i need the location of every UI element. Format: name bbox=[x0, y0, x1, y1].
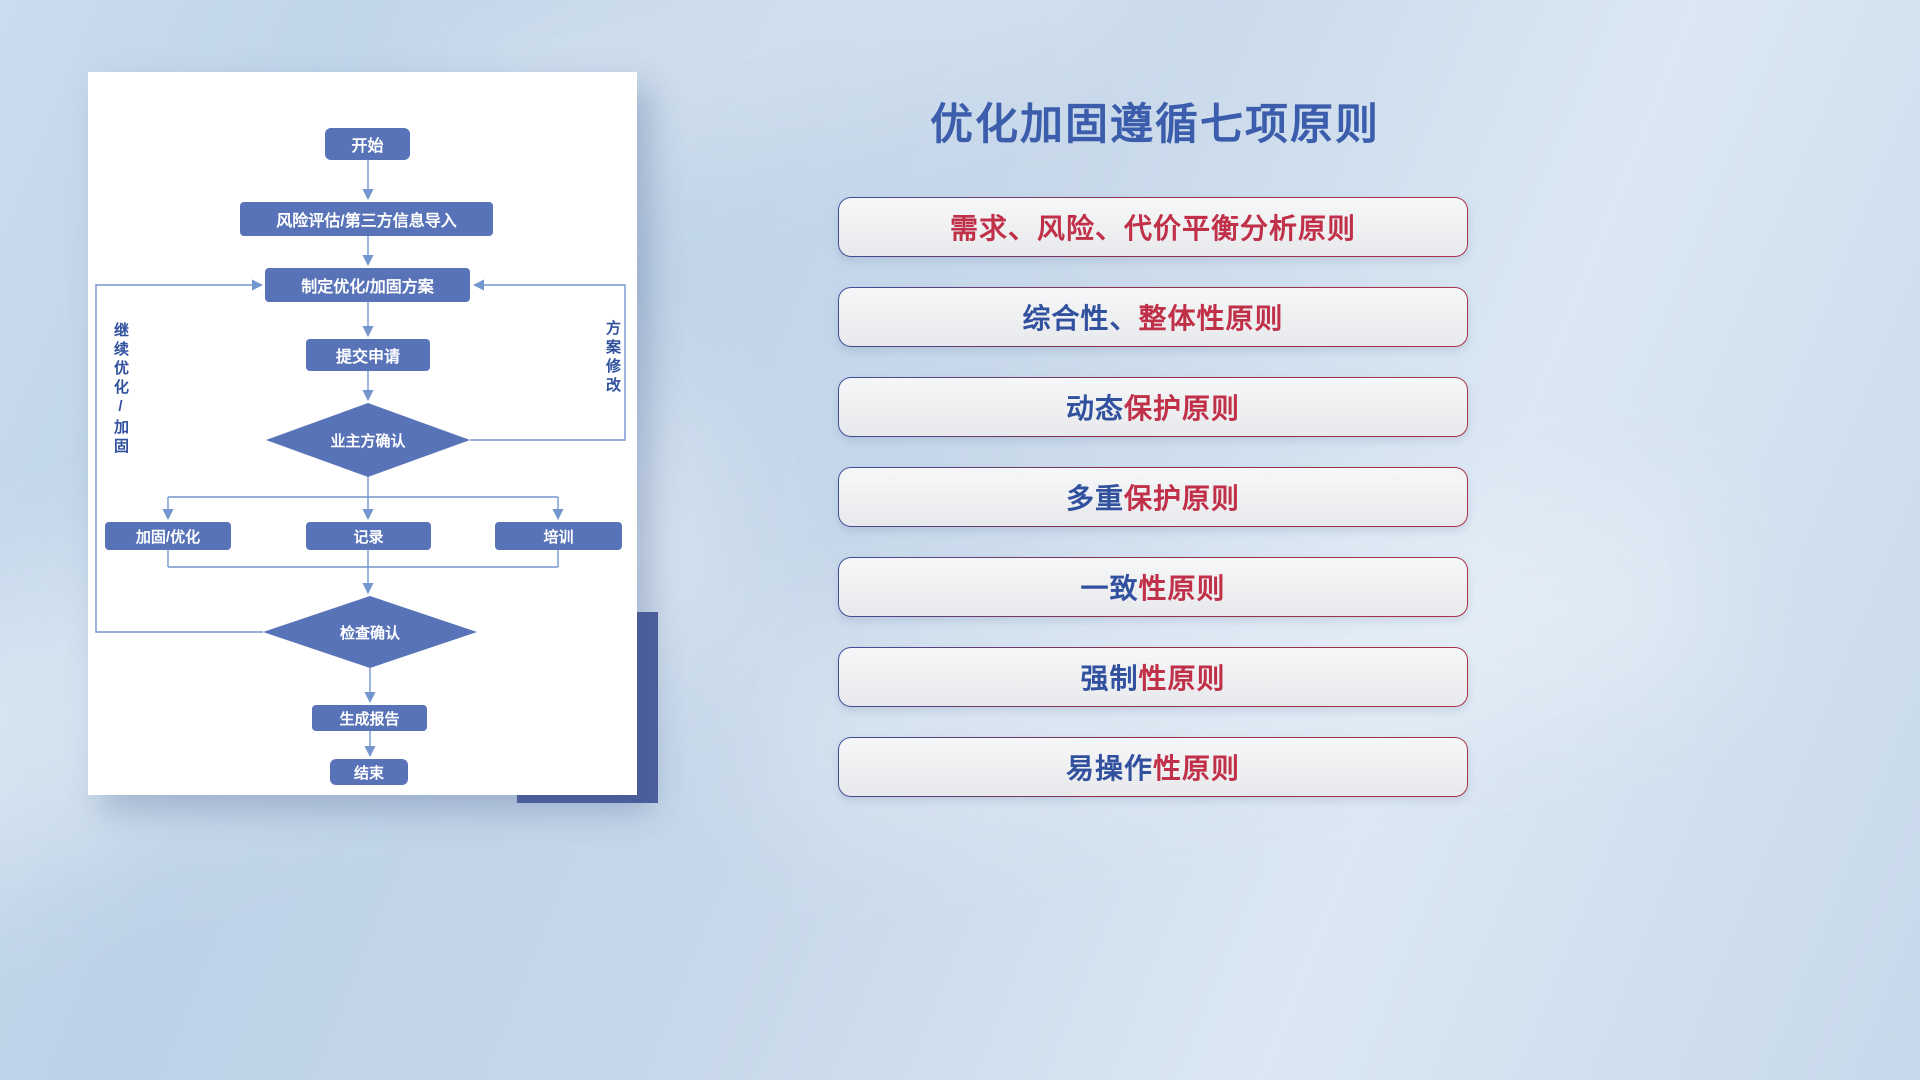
principle-text: 多重 bbox=[1065, 483, 1124, 514]
flow-node-risk-import: 风险评估/第三方信息导入 bbox=[240, 202, 493, 236]
principles-list: 需求、风险、代价平衡分析原则综合性、整体性原则动态保护原则多重保护原则一致性原则… bbox=[838, 197, 1468, 797]
flow-node-record: 记录 bbox=[306, 522, 431, 550]
flow-node-training: 培训 bbox=[495, 522, 622, 550]
principle-text: 强制 bbox=[1080, 663, 1139, 694]
principle-text: 性原则 bbox=[1153, 753, 1241, 784]
flowchart: 开始 风险评估/第三方信息导入 制定优化/加固方案 提交申请 业主方确认 加固/… bbox=[88, 72, 637, 795]
loop-label-plan-revise: 方案修改 bbox=[604, 320, 621, 396]
flowchart-card: 开始 风险评估/第三方信息导入 制定优化/加固方案 提交申请 业主方确认 加固/… bbox=[88, 72, 637, 795]
principle-text: 综合性、 bbox=[1022, 303, 1139, 334]
flow-node-harden: 加固/优化 bbox=[105, 522, 231, 550]
principle-item: 强制性原则 bbox=[838, 647, 1468, 707]
principle-text: 保护原则 bbox=[1124, 483, 1241, 514]
page-title: 优化加固遵循七项原则 bbox=[930, 101, 1380, 149]
principle-text: 易操作 bbox=[1065, 753, 1153, 784]
principle-text: 性原则 bbox=[1138, 573, 1226, 604]
principle-item: 多重保护原则 bbox=[838, 467, 1468, 527]
principle-item: 动态保护原则 bbox=[838, 377, 1468, 437]
flow-node-end: 结束 bbox=[330, 759, 408, 785]
flow-node-report: 生成报告 bbox=[312, 705, 427, 731]
principle-item: 易操作性原则 bbox=[838, 737, 1468, 797]
principle-text: 动态 bbox=[1065, 393, 1124, 424]
flow-node-submit: 提交申请 bbox=[306, 339, 430, 371]
principle-item: 综合性、整体性原则 bbox=[838, 287, 1468, 347]
flow-node-make-plan: 制定优化/加固方案 bbox=[265, 268, 470, 302]
principle-item: 一致性原则 bbox=[838, 557, 1468, 617]
principle-text: 保护原则 bbox=[1124, 393, 1241, 424]
principle-item: 需求、风险、代价平衡分析原则 bbox=[838, 197, 1468, 257]
principle-text: 需求、风险、代价平衡分析原则 bbox=[949, 213, 1356, 244]
principle-text: 整体性原则 bbox=[1138, 303, 1284, 334]
principle-text: 性原则 bbox=[1138, 663, 1226, 694]
loop-label-continue-optimize: 继续优化/加固 bbox=[112, 322, 129, 457]
flow-connectors bbox=[95, 160, 626, 758]
flow-node-start: 开始 bbox=[325, 128, 410, 160]
principle-text: 一致 bbox=[1080, 573, 1139, 604]
